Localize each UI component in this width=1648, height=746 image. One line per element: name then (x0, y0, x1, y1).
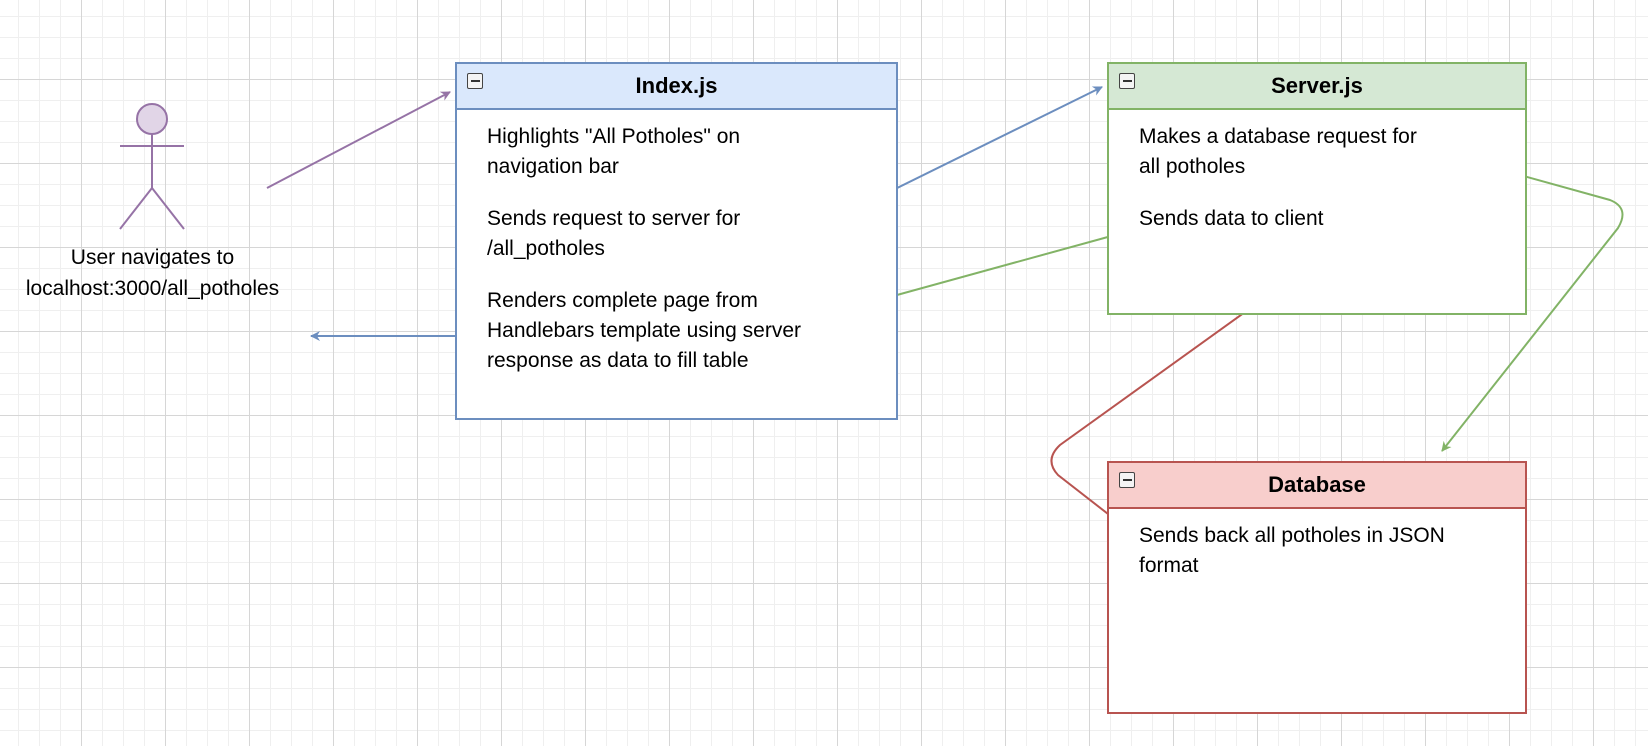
database-line-send-back: Sends back all potholes in JSON format (1139, 524, 1445, 577)
index-js-line-request: Sends request to server for /all_pothole… (487, 207, 741, 260)
actor-label: User navigates to localhost:3000/all_pot… (0, 242, 305, 304)
server-js-header[interactable]: Server.js (1109, 64, 1525, 110)
actor-label-line-2: localhost:3000/all_potholes (25, 277, 280, 300)
index-js-title: Index.js (635, 73, 718, 98)
server-js-line-send-data: Sends data to client (1139, 207, 1324, 230)
arrow-server-to-database[interactable] (1441, 164, 1624, 452)
actor-left-leg (119, 187, 153, 230)
database-header[interactable]: Database (1109, 463, 1525, 509)
arrow-database-to-server[interactable] (1050, 273, 1299, 536)
arrow-user-to-index[interactable] (266, 91, 451, 189)
user-actor-icon[interactable] (119, 103, 185, 230)
index-js-body: Highlights "All Potholes" on navigation … (487, 122, 884, 398)
index-js-line-render: Renders complete page from Handlebars te… (487, 289, 801, 372)
database-box[interactable]: Database Sends back all potholes in JSON… (1107, 461, 1527, 714)
index-js-line-highlight: Highlights "All Potholes" on navigation … (487, 125, 741, 178)
actor-right-leg (151, 187, 185, 230)
collapse-icon[interactable] (1119, 472, 1135, 488)
server-js-title: Server.js (1271, 73, 1363, 98)
database-title: Database (1268, 472, 1366, 497)
actor-head (136, 103, 168, 135)
actor-label-line-1: User navigates to (70, 246, 235, 269)
server-js-box[interactable]: Server.js Makes a database request for a… (1107, 62, 1527, 315)
collapse-icon[interactable] (1119, 73, 1135, 89)
collapse-icon[interactable] (467, 73, 483, 89)
database-body: Sends back all potholes in JSON format (1139, 521, 1513, 603)
index-js-box[interactable]: Index.js Highlights "All Potholes" on na… (455, 62, 898, 420)
server-js-line-db-request: Makes a database request for all pothole… (1139, 125, 1417, 178)
server-js-body: Makes a database request for all pothole… (1139, 122, 1513, 256)
index-js-header[interactable]: Index.js (457, 64, 896, 110)
